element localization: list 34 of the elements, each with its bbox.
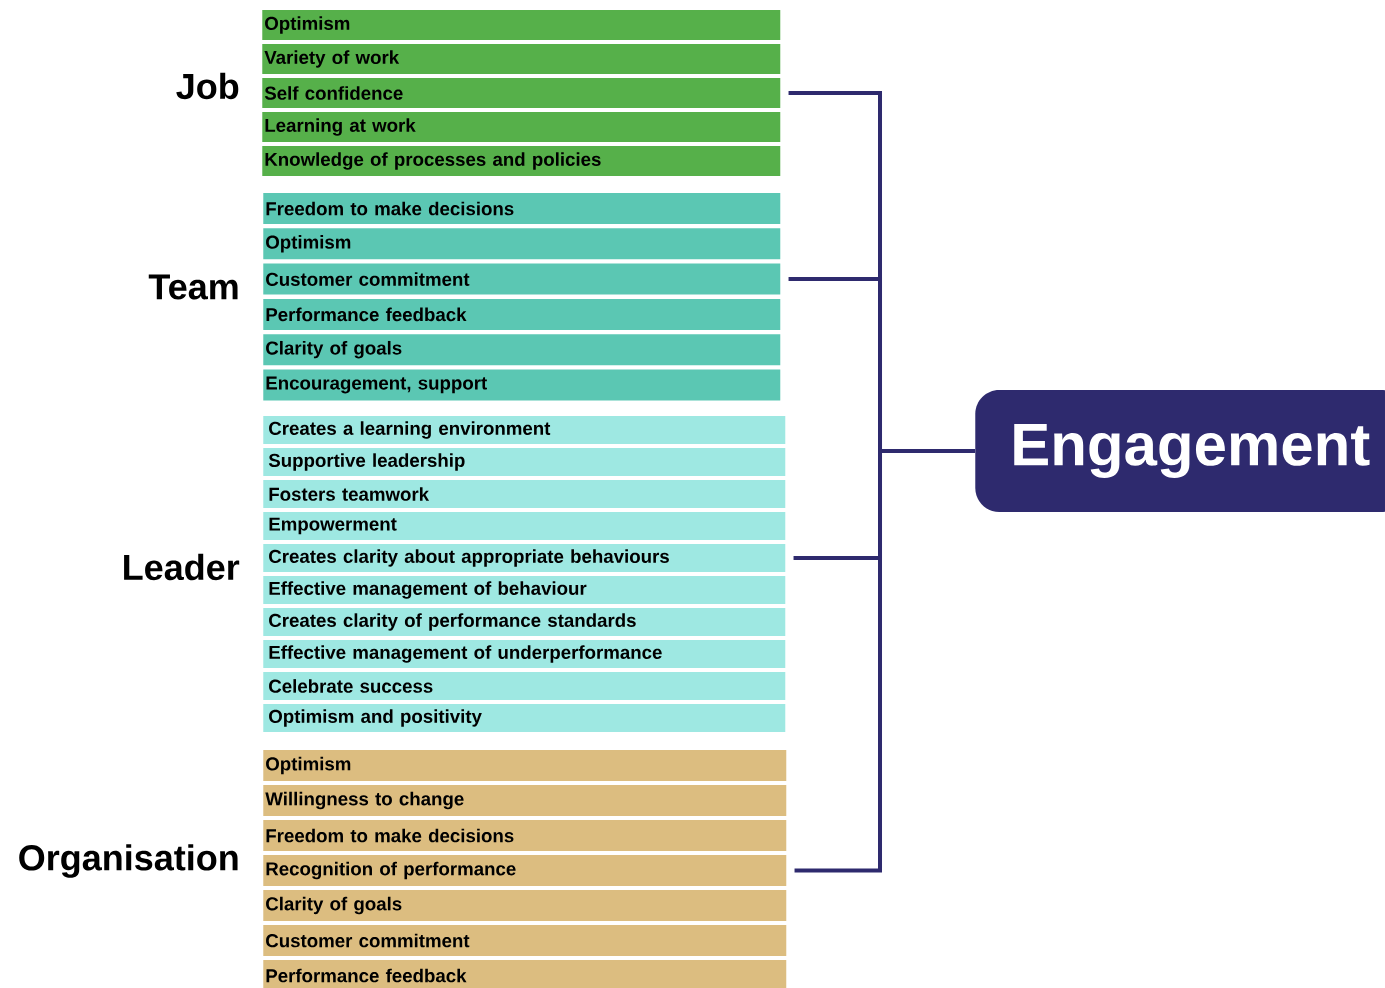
factor-bar: Clarity of goals <box>263 334 781 366</box>
factor-bar: Customer commitment <box>263 263 781 295</box>
factor-bar: Effective management of underperformance <box>263 640 786 668</box>
factor-bar: Willingness to change <box>263 785 787 816</box>
group-heading: Organisation <box>19 844 238 878</box>
factor-bar: Performance feedback <box>263 298 781 330</box>
group-heading: Leader <box>124 553 240 581</box>
engagement-box: Engagement <box>975 390 1385 512</box>
group-heading: Team <box>148 274 238 300</box>
factor-bar: Freedom to make decisions <box>263 193 781 224</box>
factor-bar: Performance feedback <box>263 960 787 988</box>
factor-bar: Fosters teamwork <box>263 480 786 508</box>
factor-bar: Knowledge of processes and policies <box>262 146 781 176</box>
factor-bar: Creates clarity about appropriate behaviours <box>263 544 786 572</box>
factor-bar: Optimism and positivity <box>263 704 786 732</box>
factor-bar: Variety of work <box>262 44 781 74</box>
factor-bar: Optimism <box>262 10 781 40</box>
factor-bar: Celebrate success <box>263 672 786 700</box>
factor-bar: Creates clarity of performance standards <box>263 608 786 636</box>
factor-bar: Supportive leadership <box>263 448 786 476</box>
factor-bar: Creates a learning environment <box>263 416 786 444</box>
factor-bar: Customer commitment <box>263 925 787 956</box>
factor-bar: Clarity of goals <box>263 890 787 921</box>
factor-bar: Empowerment <box>263 512 786 540</box>
connector-line <box>794 449 975 873</box>
factor-bar: Effective management of behaviour <box>263 576 786 604</box>
factor-bar: Self confidence <box>262 78 781 108</box>
group-heading: Job <box>176 72 239 100</box>
factor-bar: Encouragement, support <box>263 369 781 401</box>
factor-bar: Learning at work <box>262 112 781 142</box>
factor-bar: Optimism <box>263 228 781 260</box>
factor-bar: Freedom to make decisions <box>263 820 787 851</box>
factor-bar: Optimism <box>263 750 787 781</box>
factor-bar: Recognition of performance <box>263 855 787 886</box>
